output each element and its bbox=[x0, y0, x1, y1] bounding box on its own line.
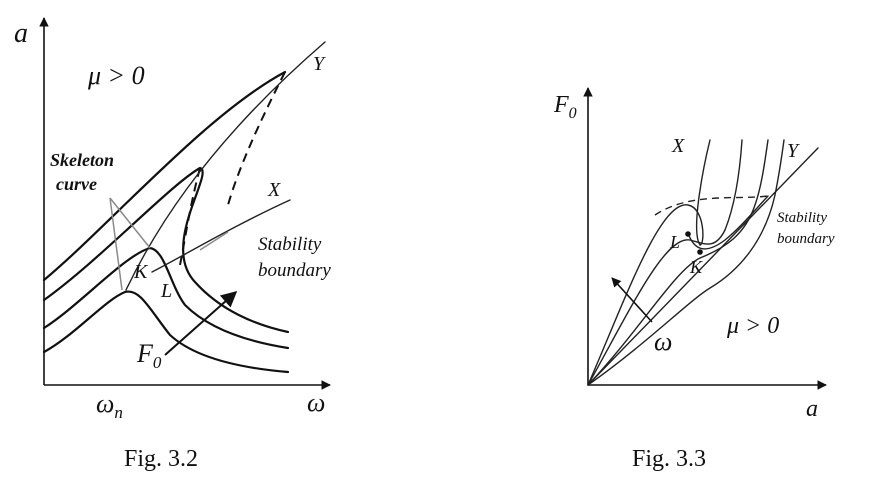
fig33-stability-label-line1: Stability bbox=[777, 210, 827, 226]
fig32-response-curve-4 bbox=[42, 70, 287, 282]
fig32-skeleton-curve bbox=[125, 41, 326, 291]
fig-3-2: a ω ωn μ > 0 Skeleton curve Stability bo… bbox=[14, 17, 331, 472]
fig32-point-y: Y bbox=[313, 53, 326, 75]
fig33-caption: Fig. 3.3 bbox=[632, 446, 706, 472]
fig32-point-k: K bbox=[133, 261, 149, 283]
fig33-stability-boundary bbox=[687, 195, 769, 250]
fig32-force-label: F0 bbox=[136, 339, 162, 372]
fig33-point-l: L bbox=[669, 232, 680, 252]
fig32-response-curve-1 bbox=[42, 290, 290, 374]
fig32-unstable-branch-1 bbox=[227, 71, 286, 206]
fig32-mu-label: μ > 0 bbox=[87, 61, 145, 90]
fig32-y-axis-label: a bbox=[14, 18, 28, 49]
fig33-omega-label: ω bbox=[654, 327, 672, 356]
fig32-skeleton-pointer-2 bbox=[109, 197, 123, 291]
fig32-skeleton-label-line1: Skeleton bbox=[50, 150, 114, 170]
fig32-stability-label-line2: boundary bbox=[258, 260, 331, 281]
fig33-response-curve-3 bbox=[587, 139, 769, 386]
fig33-y-axis-label: F0 bbox=[553, 92, 577, 122]
fig33-point-y: Y bbox=[787, 140, 800, 162]
fig33-point-k-marker bbox=[697, 249, 703, 255]
fig33-point-l-marker bbox=[685, 231, 691, 237]
fig33-mu-label: μ > 0 bbox=[726, 313, 779, 339]
fig32-skeleton-label-line2: curve bbox=[56, 174, 97, 194]
fig32-response-curve-3 bbox=[42, 166, 290, 334]
fig33-stability-label-line2: boundary bbox=[777, 231, 835, 247]
fig32-stability-pointer bbox=[199, 231, 229, 251]
fig32-force-arrow bbox=[164, 290, 238, 356]
fig33-unstable-branch bbox=[654, 195, 769, 216]
fig32-caption: Fig. 3.2 bbox=[124, 446, 198, 472]
fig33-response-curve-1 bbox=[587, 139, 711, 386]
fig32-omega-n-label: ωn bbox=[96, 389, 123, 422]
fig32-skeleton-pointer-1 bbox=[109, 197, 151, 249]
fig-3-3: F0 a μ > 0 Stability boundary X Y L K ω … bbox=[553, 87, 835, 472]
fig32-unstable-branch-2 bbox=[179, 167, 201, 266]
fig33-point-k: K bbox=[689, 257, 703, 277]
fig32-response-curve-2 bbox=[42, 246, 290, 350]
fig33-response-curve-4 bbox=[587, 139, 785, 386]
fig33-skeleton-line bbox=[587, 147, 819, 386]
fig32-stability-label-line1: Stability bbox=[258, 234, 322, 255]
fig33-point-x: X bbox=[671, 135, 685, 157]
fig33-x-axis-label: a bbox=[806, 396, 818, 422]
fig32-x-axis-label: ω bbox=[307, 388, 325, 417]
fig33-omega-arrow bbox=[611, 277, 653, 323]
fig32-point-x: X bbox=[267, 179, 281, 201]
fig33-response-curve-2 bbox=[587, 139, 743, 386]
fig32-point-l: L bbox=[160, 280, 172, 302]
fig32-stability-boundary bbox=[151, 199, 291, 273]
